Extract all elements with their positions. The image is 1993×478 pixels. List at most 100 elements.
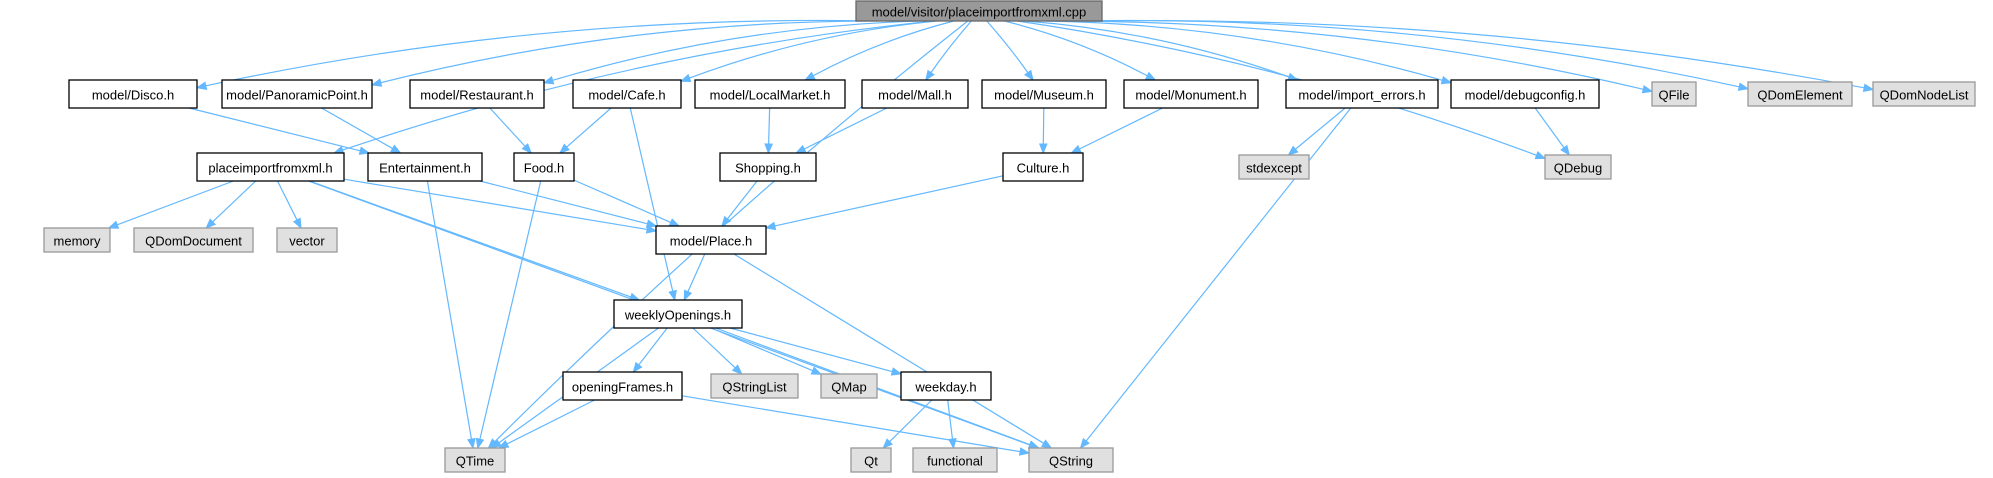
edge-cafe-to-food	[558, 107, 612, 154]
edge-line	[1295, 107, 1346, 150]
edge-arrowhead	[370, 78, 383, 87]
edge-arrowhead	[1862, 83, 1875, 93]
node-restaurant[interactable]: model/Restaurant.h	[409, 79, 545, 109]
node-root[interactable]: model/visitor/placeimportfromxml.cpp	[855, 0, 1103, 22]
node-qfile: QFile	[1651, 81, 1697, 107]
edge-root-to-qfile	[1062, 20, 1654, 94]
edge-arrowhead	[475, 437, 485, 450]
node-panoramic[interactable]: model/PanoramicPoint.h	[221, 79, 373, 109]
edge-arrowhead	[195, 81, 208, 90]
node-entertainment[interactable]: Entertainment.h	[367, 152, 483, 182]
edge-root-to-qdomnodelist	[1092, 19, 1875, 93]
edge-root-to-panoramic	[370, 20, 897, 87]
edge-entertainment-to-place	[479, 180, 658, 228]
edge-arrowhead	[1737, 82, 1750, 91]
node-disco[interactable]: model/Disco.h	[68, 79, 198, 109]
node-box	[196, 152, 345, 182]
node-cafe[interactable]: model/Cafe.h	[572, 79, 682, 109]
edge-arrowhead	[467, 437, 476, 450]
edge-arrowhead	[1534, 151, 1547, 160]
node-label: model/Monument.h	[1135, 88, 1246, 103]
node-label: model/LocalMarket.h	[710, 88, 831, 103]
node-box	[513, 152, 575, 182]
edge-line	[1004, 20, 1148, 77]
edge-line	[573, 179, 671, 223]
node-museum[interactable]: model/Museum.h	[981, 79, 1107, 109]
node-qt: Qt	[850, 447, 892, 473]
edge-arrowhead	[1560, 144, 1571, 157]
node-qdomelement: QDomElement	[1747, 81, 1853, 107]
node-label: model/Restaurant.h	[420, 88, 533, 103]
edge-arrowhead	[668, 218, 681, 227]
edge-line	[803, 107, 888, 150]
node-box	[562, 371, 683, 401]
edge-arrowhead	[794, 144, 807, 154]
edge-line	[1085, 107, 1352, 442]
node-weeklyopenings[interactable]: weeklyOpenings.h	[613, 299, 743, 329]
node-shopping[interactable]: Shopping.h	[719, 152, 817, 182]
node-label: Food.h	[524, 161, 564, 176]
edge-line	[1062, 20, 1644, 90]
edge-line	[812, 20, 954, 77]
edge-arrowhead	[1641, 84, 1654, 94]
edge-root-to-qdebug	[1017, 20, 1547, 160]
node-label: model/Place.h	[670, 234, 752, 249]
edge-importerrors-to-qstring	[1079, 107, 1352, 450]
edge-arrowhead	[679, 73, 692, 83]
node-debugconfig[interactable]: model/debugconfig.h	[1450, 79, 1600, 109]
node-label: model/PanoramicPoint.h	[226, 88, 368, 103]
node-food[interactable]: Food.h	[513, 152, 575, 182]
edge-line	[1025, 20, 1290, 78]
node-box	[850, 447, 892, 473]
node-culture[interactable]: Culture.h	[1002, 152, 1084, 182]
edge-arrowhead	[764, 221, 777, 231]
node-placeimportfromxml[interactable]: placeimportfromxml.h	[196, 152, 345, 182]
edge-placeimportfromxml-to-memory	[107, 180, 234, 229]
node-importerrors[interactable]: model/import_errors.h	[1285, 79, 1439, 109]
node-box	[1123, 79, 1259, 109]
edge-placeimportfromxml-to-qdomdocument	[205, 180, 257, 229]
edge-arrowhead	[882, 438, 893, 449]
node-box	[1028, 447, 1114, 473]
edge-line	[276, 180, 298, 221]
node-label: QString	[1049, 454, 1093, 469]
node-label: model/Mall.h	[878, 88, 952, 103]
edge-line	[1077, 19, 1740, 88]
edge-root-to-restaurant	[542, 20, 919, 85]
edge-arrowhead	[925, 69, 935, 82]
node-place[interactable]: model/Place.h	[655, 225, 767, 255]
node-box	[1450, 79, 1600, 109]
node-monument[interactable]: model/Monument.h	[1123, 79, 1259, 109]
edge-placeimportfromxml-to-vector	[276, 180, 302, 230]
node-vector: vector	[276, 227, 338, 253]
node-mall[interactable]: model/Mall.h	[861, 79, 969, 109]
node-localmarket[interactable]: model/LocalMarket.h	[694, 79, 846, 109]
node-qstring: QString	[1028, 447, 1114, 473]
edge-food-to-place	[573, 179, 681, 227]
edge-panoramic-to-entertainment	[321, 107, 402, 154]
node-label: functional	[927, 454, 983, 469]
edge-arrowhead	[1018, 447, 1031, 456]
edge-line	[729, 327, 893, 373]
edge-root-to-museum	[986, 20, 1034, 82]
node-label: model/debugconfig.h	[1465, 88, 1586, 103]
edge-root-to-debugconfig	[1044, 20, 1453, 85]
node-qtime: QTime	[444, 447, 506, 473]
node-weekday[interactable]: weekday.h	[900, 371, 992, 401]
node-label: model/Disco.h	[92, 88, 174, 103]
node-box	[43, 227, 111, 253]
node-label: QDebug	[1554, 161, 1602, 176]
edge-line	[889, 399, 933, 443]
node-label: Culture.h	[1017, 161, 1070, 176]
node-label: QStringList	[722, 380, 787, 395]
node-box	[710, 373, 799, 399]
node-label: QTime	[456, 454, 495, 469]
node-box	[694, 79, 846, 109]
node-openingframes[interactable]: openingFrames.h	[562, 371, 683, 401]
edge-arrowhead	[558, 143, 570, 154]
node-box	[409, 79, 545, 109]
edge-entertainment-to-qtime	[426, 180, 476, 450]
node-label: QMap	[831, 380, 866, 395]
node-box	[1002, 152, 1084, 182]
edge-arrowhead	[490, 438, 502, 449]
